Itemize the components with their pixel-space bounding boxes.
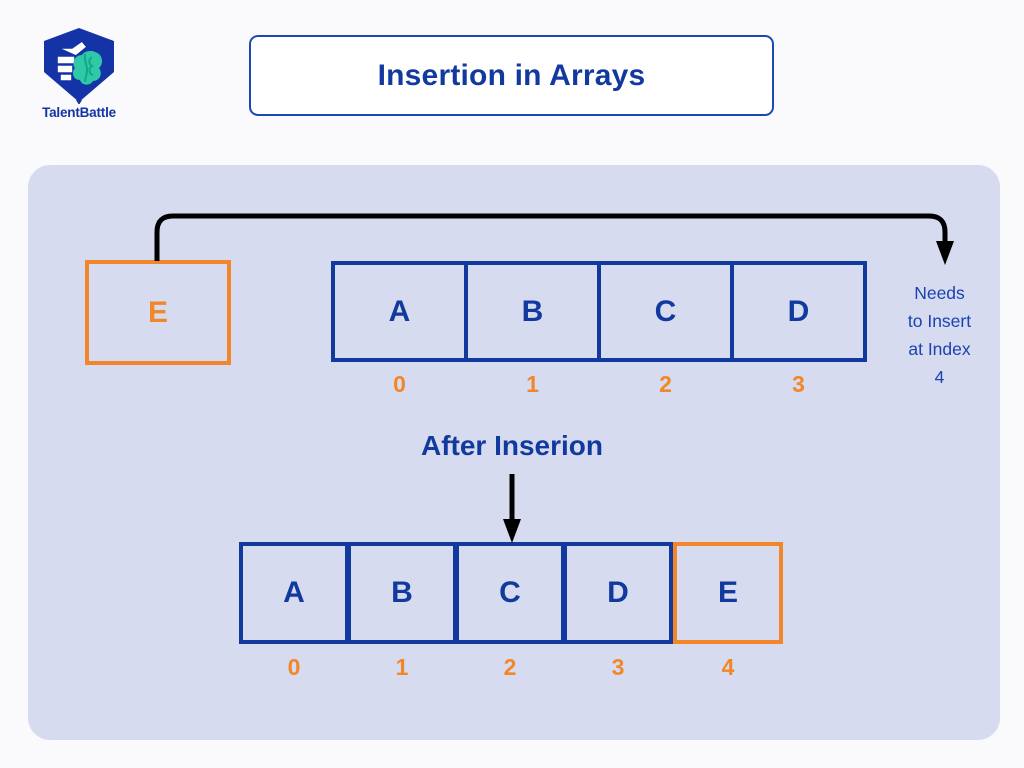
- element-to-insert-box: E: [85, 260, 231, 365]
- array-cell: C: [455, 542, 565, 644]
- array-cell: D: [730, 261, 867, 362]
- array-cell-label: B: [391, 576, 413, 609]
- array-cell-inserted: E: [673, 542, 783, 644]
- array-index-label: 2: [659, 371, 672, 397]
- array-cell-label: D: [607, 576, 629, 609]
- insert-note-line: Needs: [914, 283, 965, 303]
- fist-brain-shield-icon: [44, 28, 114, 104]
- brand-name: TalentBattle: [42, 105, 116, 120]
- array-cell: B: [464, 261, 601, 362]
- array-cell: B: [347, 542, 457, 644]
- array-cell-label: B: [521, 294, 544, 328]
- array-index-label: 1: [395, 654, 409, 680]
- array-cell: D: [563, 542, 673, 644]
- array-index-label: 0: [393, 371, 406, 397]
- array-index-label: 2: [503, 654, 517, 680]
- array-cell: A: [239, 542, 349, 644]
- page-title-card: Insertion in Arrays: [249, 35, 774, 116]
- array-index-label: 3: [792, 371, 805, 397]
- array-cell-label: C: [654, 294, 677, 328]
- array-cell: C: [597, 261, 734, 362]
- array-cell-label: D: [787, 294, 810, 328]
- array-cell-label: C: [499, 576, 521, 609]
- after-insertion-label: After Inserion: [420, 430, 604, 461]
- array-index-label: 4: [721, 654, 735, 680]
- brand-logo: TalentBattle: [38, 26, 120, 120]
- array-index-label: 0: [287, 654, 301, 680]
- insert-note-line: 4: [934, 367, 945, 387]
- insert-note: Needs to Insert at Index 4: [893, 279, 986, 391]
- array-cell-label: E: [717, 576, 738, 609]
- array-cell: A: [331, 261, 468, 362]
- array-index-label: 1: [526, 371, 539, 397]
- array-index-label: 3: [611, 654, 625, 680]
- array-cell-label: A: [388, 294, 411, 328]
- array-cell-label: A: [283, 576, 305, 609]
- element-to-insert-label: E: [147, 295, 168, 329]
- insert-note-line: to Insert: [907, 311, 972, 331]
- insert-note-line: at Index: [908, 339, 971, 359]
- page-title: Insertion in Arrays: [377, 58, 646, 92]
